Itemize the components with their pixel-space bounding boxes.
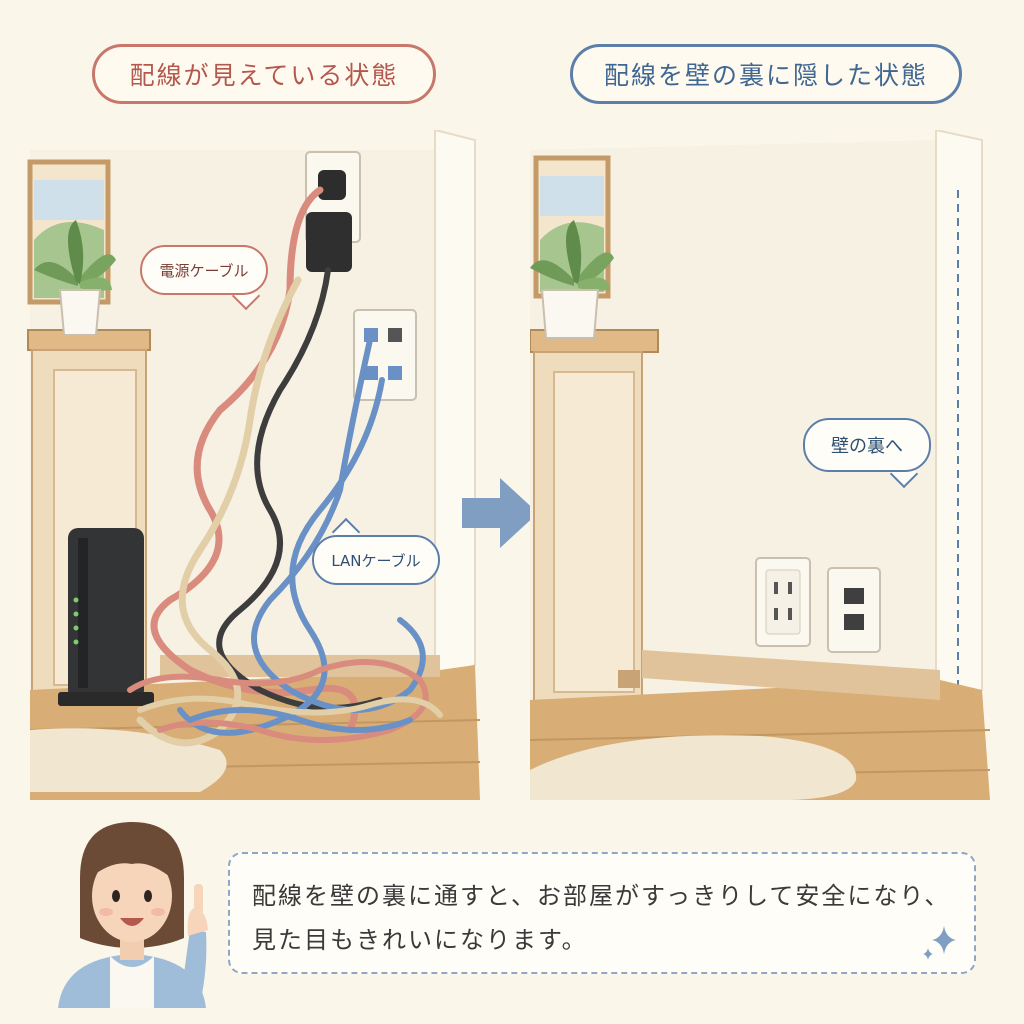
left-panel-title: 配線が見えている状態 [92,44,436,104]
woman-pointing-avatar [40,808,230,1008]
router [58,528,154,706]
lan-wall-plate [827,567,881,653]
message-line-1: 配線を壁の裏に通すと、お部屋がすっきりして安全になり、 [252,882,951,910]
sparkle-icon [923,926,956,960]
potted-plant [530,220,614,339]
wall-outlet [755,557,811,647]
explanation-message: 配線を壁の裏に通すと、お部屋がすっきりして安全になり、 見た目もきれいになります… [228,852,976,974]
potted-plant [34,220,116,336]
lan-wall-plate [353,309,417,401]
lan-cable-label: LANケーブル [312,535,440,585]
right-panel-title: 配線を壁の裏に隠した状態 [570,44,962,104]
rug [530,735,857,800]
message-line-2: 見た目もきれいになります。 [252,926,588,954]
clean-wall-scene [530,130,990,800]
power-cable-label: 電源ケーブル [140,245,268,295]
behind-wall-label: 壁の裏へ [803,418,931,472]
tangled-cables [127,186,443,747]
arrow-right-icon [456,470,542,556]
messy-cables-scene [20,130,480,800]
power-outlet [305,151,361,272]
cabinet [530,329,659,718]
